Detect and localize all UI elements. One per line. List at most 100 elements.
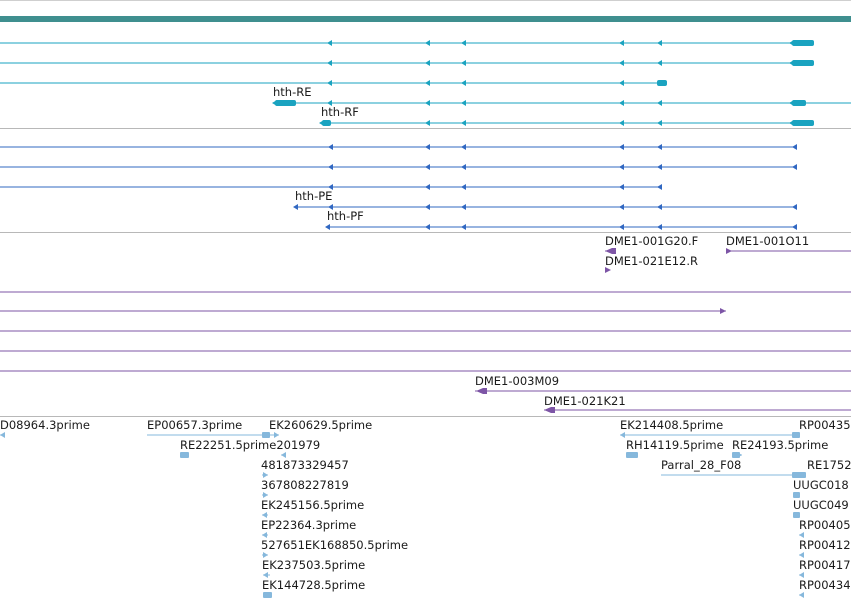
direction-arrow-icon — [657, 100, 662, 106]
exon-block[interactable] — [792, 120, 814, 126]
est-feature[interactable] — [793, 512, 800, 518]
est-label[interactable]: UUGC049 — [793, 498, 849, 512]
clone-end-arrow-icon — [605, 267, 611, 273]
direction-arrow-icon — [328, 204, 333, 210]
est-feature[interactable] — [281, 452, 286, 458]
clone-row[interactable]: DME1-003M09 — [475, 374, 851, 394]
est-labels: D08964.3prime EP00657.3prime EK260629.5pri… — [0, 418, 851, 592]
est-track: D08964.3prime EP00657.3prime EK260629.5pri… — [0, 418, 851, 598]
direction-arrow-icon — [325, 224, 330, 230]
exon-block[interactable] — [792, 40, 814, 46]
direction-arrow-icon — [657, 120, 662, 126]
est-label[interactable]: EK144728.5prime — [262, 578, 365, 592]
est-feature[interactable] — [799, 552, 804, 558]
direction-arrow-icon — [619, 100, 624, 106]
est-label[interactable]: EP22364.3prime — [261, 518, 356, 532]
est-feature[interactable] — [626, 452, 638, 458]
est-label[interactable]: RE24193.5prime — [732, 438, 828, 452]
est-feature[interactable] — [0, 432, 5, 438]
est-label[interactable]: RP00434 — [799, 578, 851, 592]
direction-arrow-icon — [328, 184, 333, 190]
est-label[interactable]: EK237503.5prime — [262, 558, 365, 572]
clone-row[interactable]: DME1-001G20.F — [605, 234, 698, 254]
clone-end-arrow-icon — [720, 308, 726, 314]
clone-label: DME1-001G20.F — [605, 234, 698, 248]
direction-arrow-icon — [619, 60, 624, 66]
est-feature[interactable] — [262, 512, 268, 518]
protein-row[interactable] — [0, 184, 662, 190]
est-arrow-icon — [799, 592, 804, 598]
protein-row[interactable] — [0, 164, 797, 170]
direction-arrow-icon — [792, 164, 797, 170]
est-arrow-icon — [263, 492, 268, 498]
est-feature[interactable] — [262, 532, 268, 538]
est-label[interactable]: RE1752 — [807, 458, 851, 472]
est-label[interactable]: RH14119.5prime — [626, 438, 724, 452]
direction-arrow-icon — [461, 120, 466, 126]
est-label[interactable]: EK260629.5prime — [269, 418, 372, 432]
est-feature[interactable] — [262, 552, 268, 558]
est-label[interactable]: RP00405 — [799, 518, 851, 532]
est-label[interactable]: EP00657.3prime — [147, 418, 242, 432]
est-feature[interactable] — [147, 432, 279, 438]
transcript-row[interactable] — [0, 80, 667, 86]
direction-arrow-icon — [657, 80, 662, 86]
est-label[interactable]: 481873329457 — [261, 458, 349, 472]
direction-arrow-icon — [657, 204, 662, 210]
est-feature[interactable] — [661, 472, 806, 478]
protein-row[interactable] — [0, 144, 797, 150]
est-label[interactable]: RP00435 — [799, 418, 851, 432]
exon-arrow-icon — [319, 120, 324, 126]
est-label[interactable]: EK245156.5prime — [261, 498, 364, 512]
est-feature[interactable] — [799, 592, 804, 598]
clone-row[interactable]: DME1-021K21 — [544, 394, 851, 413]
divider-proteins-clones — [0, 232, 851, 233]
direction-arrow-icon — [619, 204, 624, 210]
est-feature[interactable] — [620, 432, 800, 438]
est-label[interactable]: Parral_28_F08 — [661, 458, 741, 472]
est-feature[interactable] — [262, 492, 268, 498]
est-feature[interactable] — [263, 572, 270, 578]
clone-row[interactable]: DME1-001O11 — [726, 234, 851, 254]
direction-arrow-icon — [619, 120, 624, 126]
est-feature[interactable] — [262, 472, 268, 478]
est-label[interactable]: UUGC018 — [793, 478, 849, 492]
est-feature[interactable] — [799, 572, 804, 578]
est-feature[interactable] — [732, 452, 742, 458]
est-feature[interactable] — [799, 532, 804, 538]
est-feature[interactable] — [180, 452, 189, 458]
est-feature[interactable] — [263, 592, 272, 598]
protein-label: hth-PF — [327, 209, 364, 223]
direction-arrow-icon — [293, 204, 298, 210]
direction-arrow-icon — [461, 224, 466, 230]
gene-bar[interactable] — [0, 16, 851, 22]
transcript-row[interactable] — [0, 40, 814, 46]
direction-arrow-icon — [657, 144, 662, 150]
est-label[interactable]: 527651EK168850.5prime — [261, 538, 408, 552]
est-label[interactable]: EK214408.5prime — [620, 418, 723, 432]
clone-row[interactable] — [0, 308, 726, 314]
exon-block[interactable] — [792, 100, 806, 106]
est-label[interactable]: RP00417 — [799, 558, 851, 572]
est-label[interactable]: RP00412 — [799, 538, 851, 552]
direction-arrow-icon — [425, 164, 430, 170]
est-feature[interactable] — [793, 492, 800, 498]
divider-top — [0, 0, 851, 1]
transcript-row[interactable] — [0, 60, 814, 66]
protein-row[interactable]: hth-PF — [325, 209, 797, 230]
clone-row[interactable]: DME1-021E12.R — [605, 254, 698, 273]
exon-block[interactable] — [275, 100, 296, 106]
direction-arrow-icon — [461, 164, 466, 170]
transcript-row[interactable]: hth-RE — [272, 85, 851, 106]
transcript-row[interactable]: hth-RF — [319, 105, 814, 126]
est-label[interactable]: RE22251.5prime201979 — [180, 438, 320, 452]
exon-block[interactable] — [322, 120, 331, 126]
est-label[interactable]: D08964.3prime — [0, 418, 90, 432]
protein-row[interactable]: hth-PE — [293, 189, 797, 210]
direction-arrow-icon — [327, 60, 332, 66]
est-label[interactable]: 367808227819 — [261, 478, 349, 492]
direction-arrow-icon — [425, 120, 430, 126]
exon-block[interactable] — [792, 60, 814, 66]
